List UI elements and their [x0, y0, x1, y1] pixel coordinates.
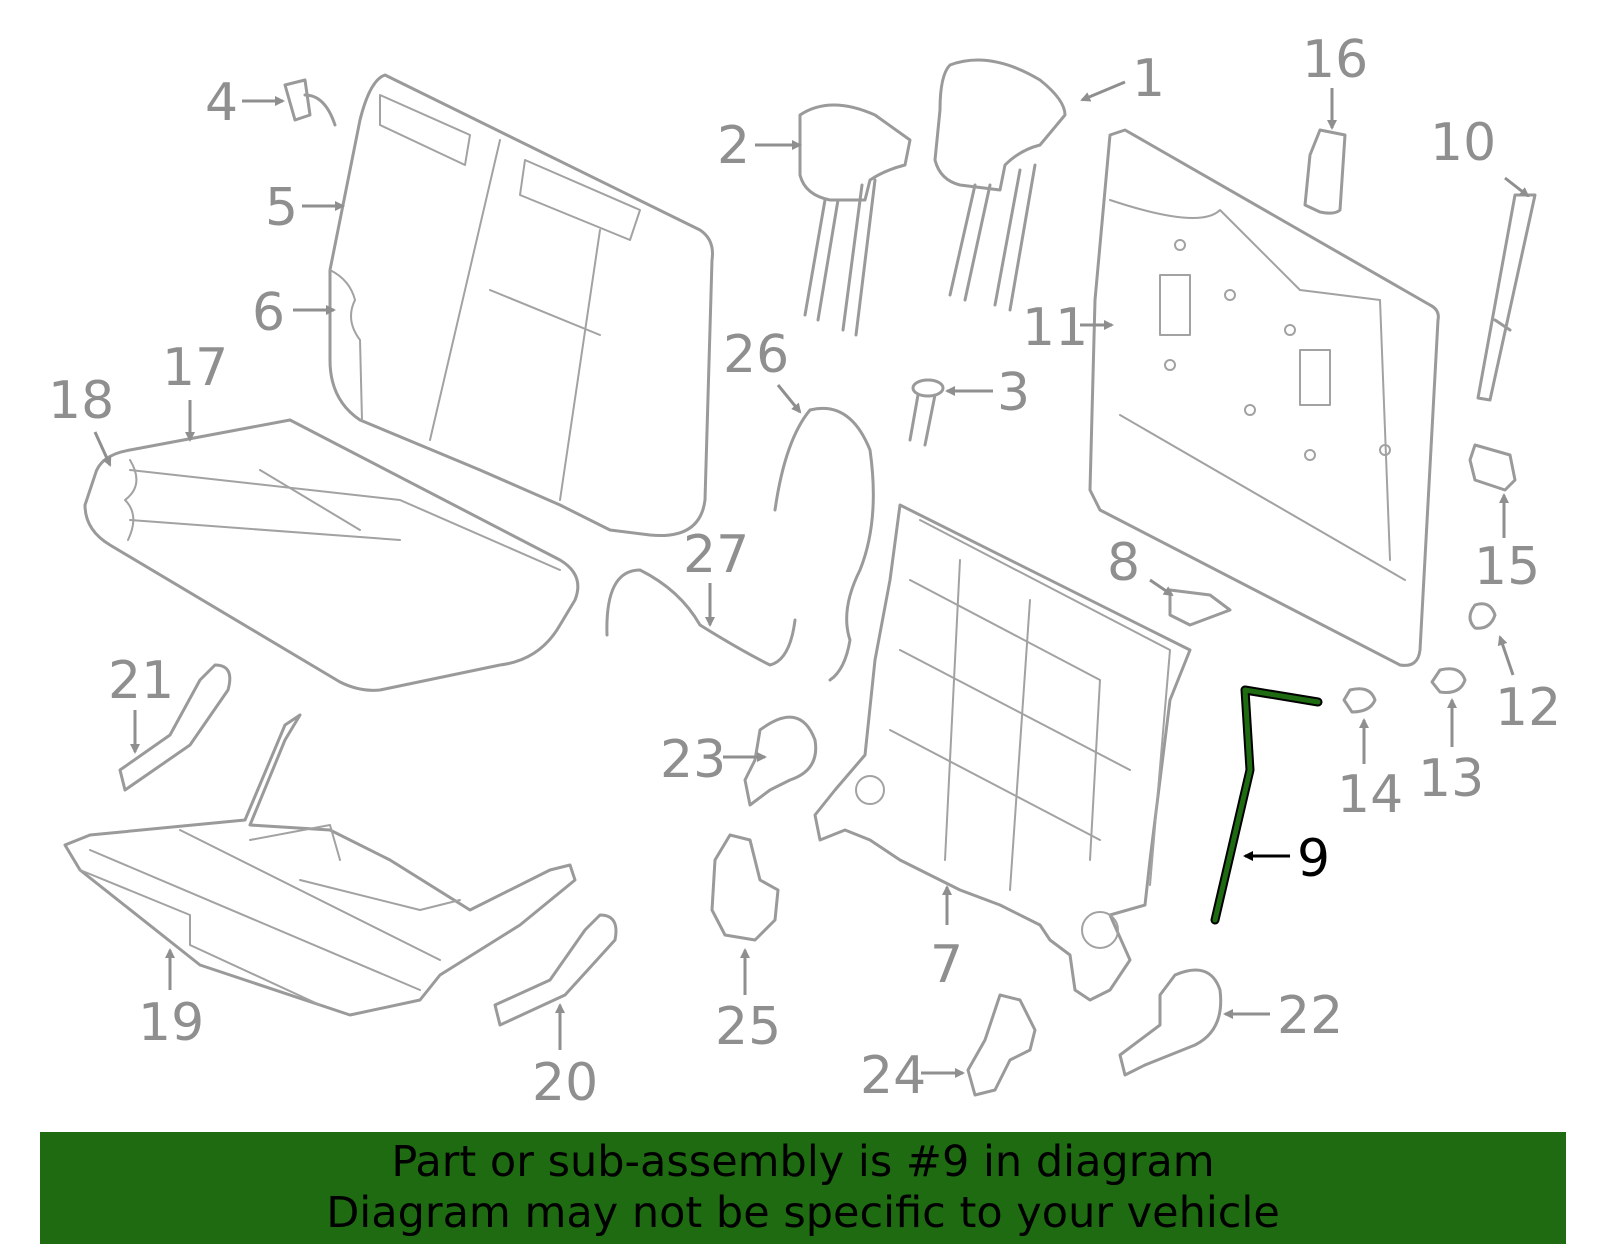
callout-3[interactable]: 3: [945, 363, 1030, 423]
callout-label-highlighted: 9: [1297, 829, 1330, 889]
callout-26[interactable]: 26: [723, 325, 802, 414]
info-banner: Part or sub-assembly is #9 in diagram Di…: [40, 1132, 1566, 1244]
callout-label: 18: [48, 371, 114, 431]
callout-5[interactable]: 5: [265, 178, 345, 238]
callout-label: 14: [1337, 765, 1403, 825]
callout-label: 22: [1277, 986, 1343, 1046]
callout-label: 20: [532, 1053, 598, 1113]
part-21-bracket: [118, 663, 232, 792]
callout-label: 11: [1022, 298, 1088, 358]
callout-13[interactable]: 13: [1418, 698, 1484, 809]
callout-24[interactable]: 24: [860, 1046, 965, 1106]
part-22-cover: [1118, 968, 1223, 1077]
callout-1[interactable]: 1: [1080, 49, 1165, 109]
callout-label: 13: [1418, 749, 1484, 809]
callout-6[interactable]: 6: [252, 283, 336, 343]
back-panel: [1088, 128, 1440, 667]
part-13-clip: [1430, 667, 1467, 694]
part-3-guide: [908, 378, 945, 447]
callout-label: 12: [1495, 678, 1561, 738]
callout-16[interactable]: 16: [1302, 30, 1368, 130]
callout-22[interactable]: 22: [1223, 986, 1343, 1046]
part-16-cover: [1303, 128, 1347, 215]
seat-cushion: [83, 418, 580, 692]
part-12-clip: [1468, 602, 1497, 630]
callout-label: 16: [1302, 30, 1368, 90]
part-9-highlighted: [1210, 685, 1323, 925]
callout-label: 26: [723, 325, 789, 385]
seat-back-frame: [813, 503, 1192, 1002]
callout-label: 21: [108, 651, 174, 711]
callout-label: 17: [162, 338, 228, 398]
callout-19[interactable]: 19: [138, 948, 204, 1053]
part-24-cover: [966, 993, 1037, 1097]
parts-diagram: 1 2 3 4 5 6 7 8 9 10 11 12: [48, 30, 1561, 1113]
callout-label: 2: [717, 116, 750, 176]
headrest-large: [933, 58, 1067, 312]
callout-18[interactable]: 18: [48, 371, 114, 467]
callout-label: 6: [252, 283, 285, 343]
callout-9[interactable]: 9: [1243, 829, 1330, 889]
callout-12[interactable]: 12: [1495, 635, 1561, 738]
callout-15[interactable]: 15: [1474, 493, 1540, 597]
part-15-clip: [1468, 443, 1517, 492]
headrest-small: [798, 103, 912, 337]
callout-label: 3: [997, 363, 1030, 423]
part-20-bracket: [493, 913, 618, 1027]
callout-17[interactable]: 17: [162, 338, 228, 442]
part-14-clip: [1342, 687, 1377, 714]
banner-line-1: Part or sub-assembly is #9 in diagram: [391, 1137, 1215, 1187]
callout-label: 15: [1474, 537, 1540, 597]
seat-cushion-frame: [63, 713, 577, 1017]
callout-label: 24: [860, 1046, 926, 1106]
part-23-cover: [743, 715, 818, 807]
callout-27[interactable]: 27: [683, 525, 749, 627]
banner-line-2: Diagram may not be specific to your vehi…: [326, 1188, 1280, 1238]
part-25-cover: [710, 833, 780, 942]
callout-20[interactable]: 20: [532, 1003, 598, 1113]
part-10-rod: [1476, 193, 1537, 402]
part-27-cable: [605, 568, 797, 667]
callout-11[interactable]: 11: [1022, 298, 1114, 358]
part-26-cable: [773, 406, 875, 682]
part-8-latch: [1168, 588, 1232, 627]
seat-back-cover: [328, 73, 714, 538]
callout-label: 4: [205, 73, 238, 133]
callout-25[interactable]: 25: [715, 948, 781, 1057]
part-4-bracket: [283, 78, 337, 127]
callout-label: 8: [1107, 533, 1140, 593]
callout-label: 7: [930, 935, 963, 995]
callout-label: 10: [1430, 113, 1496, 173]
callout-4[interactable]: 4: [205, 73, 285, 133]
callout-8[interactable]: 8: [1107, 533, 1174, 597]
callout-label: 23: [660, 730, 726, 790]
callout-14[interactable]: 14: [1337, 718, 1403, 825]
callout-21[interactable]: 21: [108, 651, 174, 754]
callout-label: 5: [265, 178, 298, 238]
callout-label: 25: [715, 997, 781, 1057]
callout-label: 1: [1132, 49, 1165, 109]
callout-2[interactable]: 2: [717, 116, 802, 176]
callout-23[interactable]: 23: [660, 730, 767, 790]
callout-7[interactable]: 7: [930, 885, 963, 995]
callout-10[interactable]: 10: [1430, 113, 1530, 198]
callout-label: 19: [138, 993, 204, 1053]
callout-label: 27: [683, 525, 749, 585]
